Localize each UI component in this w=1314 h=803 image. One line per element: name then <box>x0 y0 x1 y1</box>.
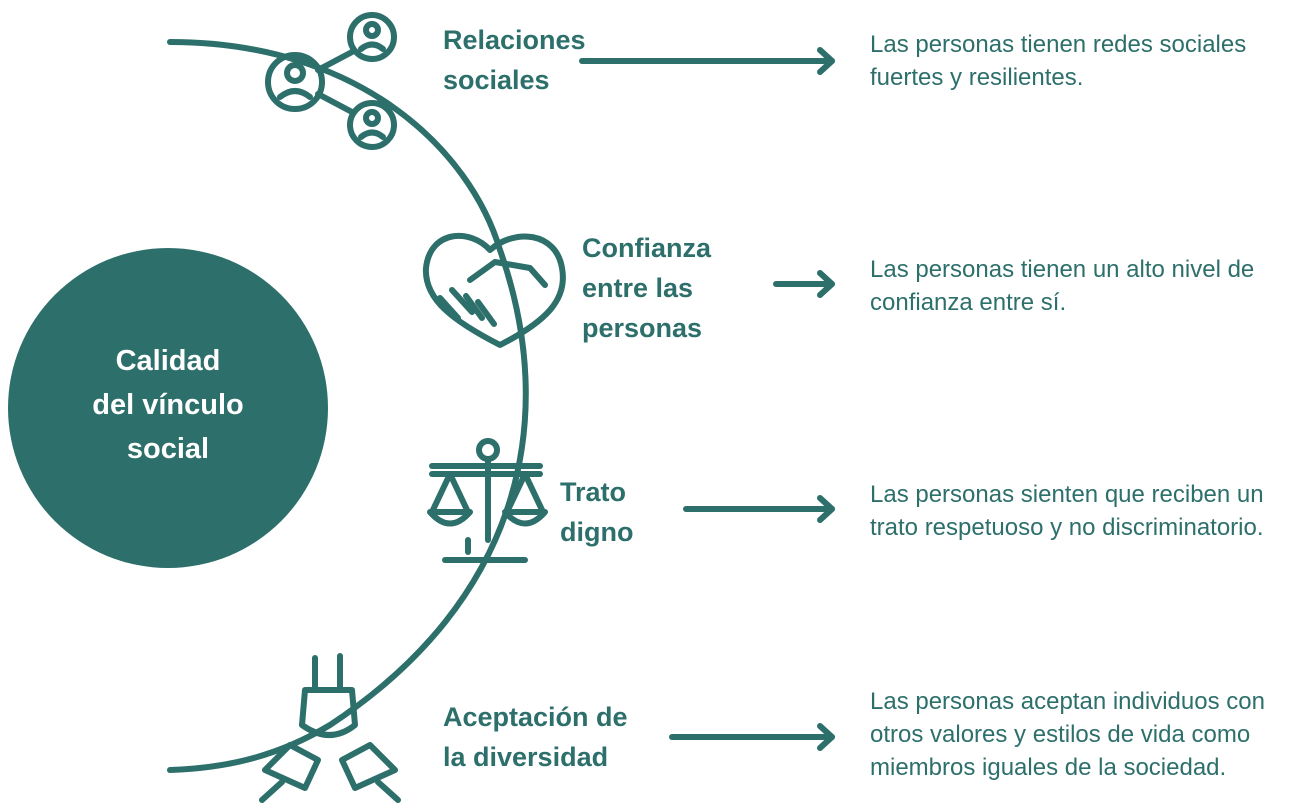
label-line: sociales <box>443 65 550 95</box>
desc-trato-digno: Las personas sienten que reciben un trat… <box>870 478 1264 544</box>
united-hands-icon <box>259 653 401 803</box>
label-line: digno <box>560 517 634 547</box>
desc-aceptacion-diversidad: Las personas aceptan individuos con otro… <box>870 685 1265 784</box>
label-line: Trato <box>560 477 627 507</box>
label-trato-digno: Trato digno <box>560 472 633 552</box>
justice-scale-icon <box>427 438 548 563</box>
center-title-line-3: social <box>126 433 210 465</box>
desc-relaciones-sociales: Las personas tienen redes sociales fuert… <box>870 28 1246 94</box>
arrow-2 <box>773 270 835 298</box>
label-line: Relaciones <box>443 25 586 55</box>
desc-line: Las personas aceptan individuos con <box>870 688 1265 715</box>
desc-line: Las personas tienen redes sociales <box>870 31 1247 58</box>
heart-handshake-icon <box>422 233 566 348</box>
desc-confianza: Las personas tienen un alto nivel de con… <box>870 253 1254 319</box>
desc-line: miembros iguales de la sociedad. <box>870 754 1227 781</box>
arrow-3 <box>683 495 835 523</box>
label-aceptacion-diversidad: Aceptación de la diversidad <box>443 697 628 777</box>
desc-line: otros valores y estilos de vida como <box>870 721 1251 748</box>
desc-line: trato respetuoso y no discriminatorio. <box>870 514 1264 541</box>
center-title-line-2: del vínculo <box>92 389 244 421</box>
label-line: Confianza <box>582 233 712 263</box>
center-title-line-1: Calidad <box>115 345 221 377</box>
arrow-4 <box>669 723 835 751</box>
desc-line: fuertes y resilientes. <box>870 64 1084 91</box>
desc-line: confianza entre sí. <box>870 289 1067 316</box>
desc-line: Las personas sienten que reciben un <box>870 481 1264 508</box>
label-confianza: Confianza entre las personas <box>582 228 711 348</box>
label-relaciones-sociales: Relaciones sociales <box>443 20 586 100</box>
social-network-icon <box>265 12 397 150</box>
label-line: la diversidad <box>443 742 609 772</box>
label-line: entre las <box>582 273 694 303</box>
label-line: Aceptación de <box>443 702 628 732</box>
label-line: personas <box>582 313 703 343</box>
center-circle: Calidad del vínculo social <box>8 248 328 568</box>
desc-line: Las personas tienen un alto nivel de <box>870 256 1255 283</box>
center-title: Calidad del vínculo social <box>92 339 243 471</box>
arrow-1 <box>579 47 835 75</box>
